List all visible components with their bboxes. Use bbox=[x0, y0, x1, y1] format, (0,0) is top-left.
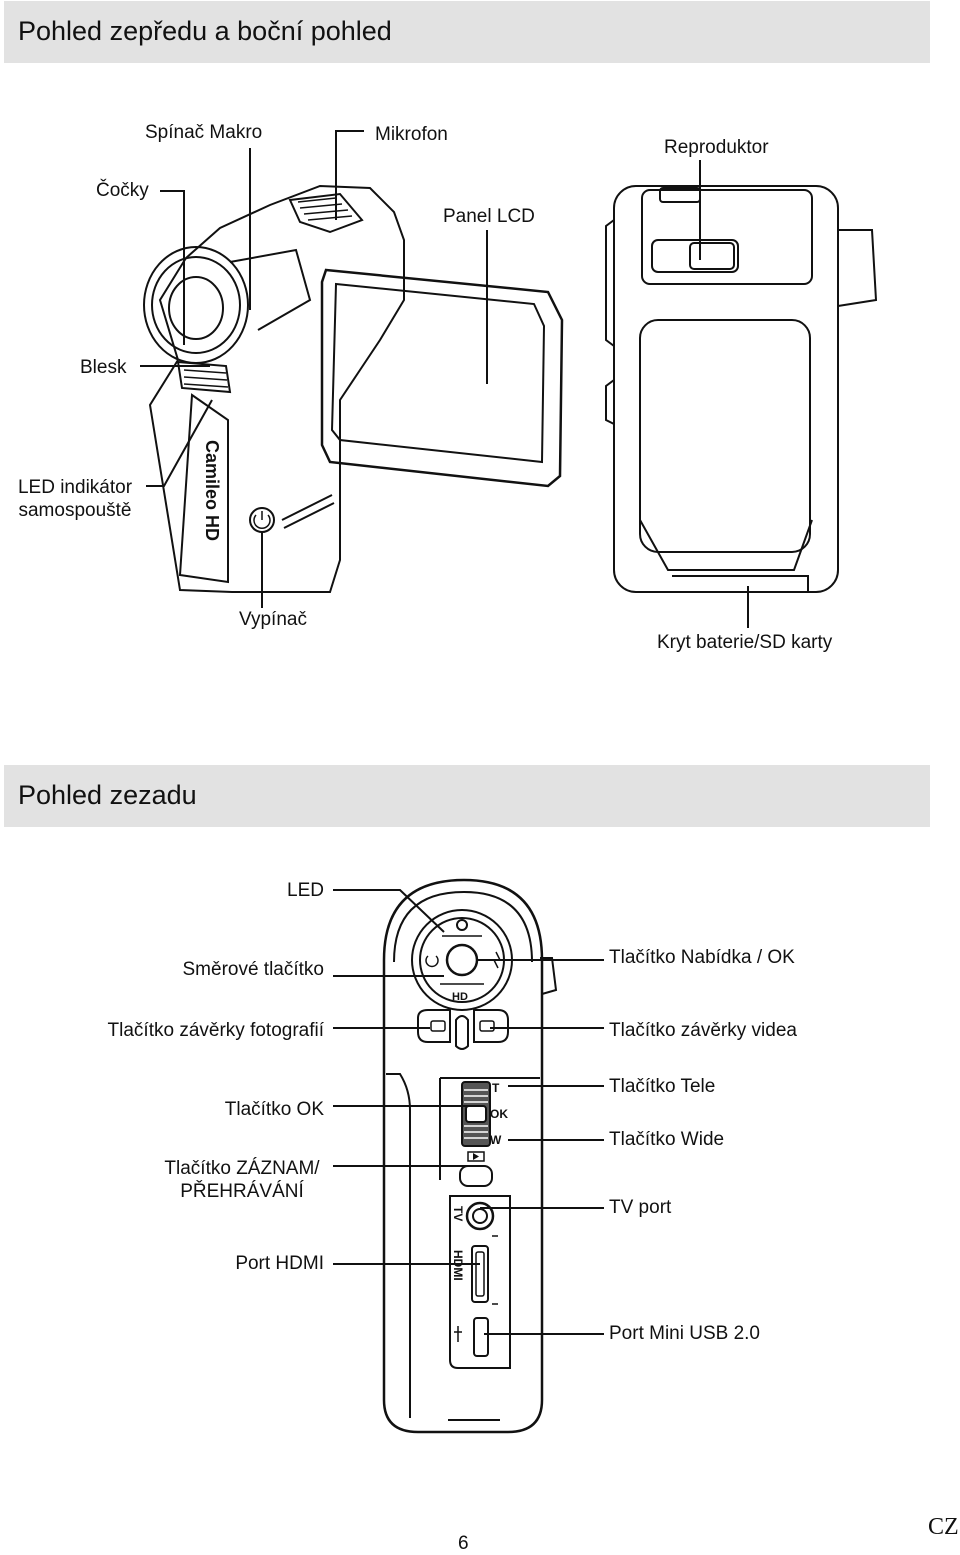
leader-led-timer bbox=[146, 399, 213, 487]
power-icon bbox=[253, 511, 271, 530]
zoom-rocker-ridges bbox=[464, 1089, 488, 1139]
label-direction-button: Směrové tlačítko bbox=[182, 959, 325, 980]
lcd-panel-frame bbox=[320, 268, 564, 488]
leader-led bbox=[333, 889, 445, 933]
label-menu-ok: Tlačítko Nabídka / OK bbox=[609, 947, 795, 968]
side-view-body bbox=[613, 185, 839, 593]
menu-ok-button bbox=[445, 943, 479, 977]
camera-logo: Camileo HD bbox=[202, 440, 222, 541]
section-header-back: Pohled zezadu bbox=[4, 765, 930, 827]
label-battery-cover: Kryt baterie/SD karty bbox=[657, 632, 833, 653]
video-camera-icon bbox=[479, 1020, 495, 1032]
side-buttons bbox=[605, 219, 615, 425]
hdmi-port bbox=[471, 1245, 489, 1303]
label-power-switch: Vypínač bbox=[239, 609, 307, 630]
label-microphone: Mikrofon bbox=[375, 124, 448, 145]
label-wide: Tlačítko Wide bbox=[609, 1129, 725, 1150]
microphone-grille bbox=[288, 192, 364, 234]
label-led-timer: LED indikátor samospouště bbox=[12, 476, 138, 522]
label-tele: Tlačítko Tele bbox=[609, 1076, 716, 1097]
photo-camera-icon bbox=[430, 1020, 446, 1032]
back-body-outline bbox=[382, 878, 544, 1434]
language-tag: CZ bbox=[928, 1514, 959, 1540]
port-markers bbox=[492, 1235, 498, 1305]
dpad-info-icon bbox=[456, 919, 468, 931]
lens-housing-line bbox=[229, 248, 312, 331]
label-led-timer-line1: LED indikátor bbox=[17, 477, 133, 498]
port-cover-area bbox=[449, 1195, 511, 1369]
battery-cover-latch bbox=[672, 575, 809, 592]
section-title-front: Pohled zepředu a boční pohled bbox=[18, 16, 392, 46]
led-window bbox=[455, 1015, 469, 1050]
label-photo-shutter: Tlačítko závěrky fotografií bbox=[107, 1020, 324, 1041]
section-title-back: Pohled zezadu bbox=[18, 780, 197, 810]
label-video-shutter: Tlačítko závěrky videa bbox=[609, 1020, 797, 1041]
battery-cover-bottom bbox=[639, 519, 813, 571]
label-rec-play-line1: Tlačítko ZÁZNAM/ bbox=[164, 1158, 320, 1179]
hdmi-port-inner bbox=[475, 1251, 485, 1297]
marking-tv: TV bbox=[451, 1206, 465, 1221]
lcd-screen bbox=[330, 282, 546, 464]
label-rec-play-line2: PŘEHRÁVÁNÍ bbox=[180, 1181, 304, 1202]
speaker-holes bbox=[689, 242, 735, 270]
label-tv-port: TV port bbox=[609, 1197, 672, 1218]
label-speaker: Reproduktor bbox=[664, 137, 769, 158]
label-macro-switch: Spínač Makro bbox=[145, 122, 263, 143]
back-side-edge bbox=[386, 1073, 411, 1418]
leader-microphone bbox=[335, 130, 364, 220]
label-mini-usb: Port Mini USB 2.0 bbox=[609, 1323, 760, 1344]
label-rec-play: Tlačítko ZÁZNAM/ PŘEHRÁVÁNÍ bbox=[150, 1157, 334, 1203]
play-icon bbox=[473, 1153, 479, 1160]
label-flash: Blesk bbox=[80, 357, 127, 378]
back-top-contour bbox=[393, 890, 533, 963]
speaker-grille bbox=[651, 239, 739, 273]
flash-lines bbox=[183, 369, 229, 388]
microphone-grille-lines bbox=[297, 197, 353, 221]
lens-glass bbox=[168, 276, 224, 340]
camcorder-grip bbox=[178, 393, 229, 584]
marking-hdmi: HDMI bbox=[451, 1250, 465, 1281]
label-hdmi-port: Port HDMI bbox=[235, 1253, 324, 1274]
photo-shutter-button bbox=[417, 1009, 451, 1043]
page-number: 6 bbox=[458, 1533, 469, 1554]
back-side-strap bbox=[540, 957, 558, 995]
rec-play-button bbox=[459, 1165, 493, 1187]
label-lcd-panel: Panel LCD bbox=[443, 206, 535, 227]
ok-button-shape bbox=[465, 1105, 487, 1123]
mini-usb-port bbox=[473, 1317, 489, 1357]
tv-port-inner bbox=[472, 1208, 488, 1224]
battery-cover-panel bbox=[639, 319, 811, 553]
tv-port bbox=[465, 1201, 495, 1231]
marking-w: W bbox=[490, 1133, 502, 1147]
label-led-timer-line2: samospouště bbox=[18, 500, 132, 521]
label-lenses: Čočky bbox=[96, 180, 149, 201]
dpad-dividers bbox=[440, 935, 484, 985]
dpad-power-icon bbox=[425, 955, 439, 968]
section-header-front: Pohled zepředu a boční pohled bbox=[4, 1, 930, 63]
video-shutter-button bbox=[473, 1009, 509, 1043]
flash-window bbox=[176, 360, 232, 394]
lens-barrel-mid bbox=[151, 256, 241, 354]
label-led: LED bbox=[287, 880, 324, 901]
marking-ok: OK bbox=[490, 1107, 508, 1121]
side-lens-bump bbox=[837, 229, 878, 307]
label-ok-button: Tlačítko OK bbox=[224, 1099, 324, 1120]
play-icon-box bbox=[467, 1151, 485, 1162]
dpad-hd-marking: HD bbox=[452, 991, 468, 1003]
camcorder-body-outline bbox=[148, 184, 405, 593]
leader-lenses bbox=[160, 190, 185, 345]
side-view-top bbox=[641, 189, 813, 285]
body-groove bbox=[281, 494, 335, 529]
marking-t: T bbox=[492, 1081, 500, 1095]
back-panel-lines bbox=[439, 1077, 540, 1180]
usb-icon bbox=[454, 1326, 462, 1342]
